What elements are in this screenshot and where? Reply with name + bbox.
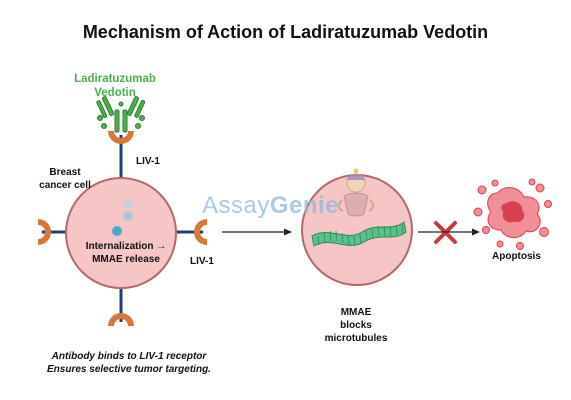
apoptosis-label: Apoptosis (492, 251, 541, 262)
process-arrow (222, 228, 292, 236)
mmae-line: MMAE (340, 307, 372, 318)
internalization-label: Internalization → MMAE release (66, 240, 186, 266)
drug-name-line: Vedotin (94, 87, 136, 99)
cell-label-line: Breast (49, 167, 81, 178)
mmae-line: blocks (340, 320, 372, 331)
internalization-line: Internalization → (85, 241, 167, 252)
liv1-receptor-left (38, 219, 51, 245)
liv1-receptor-right (194, 219, 207, 245)
cell-label: Breast cancer cell (30, 166, 100, 192)
microtubule-icon (311, 221, 407, 247)
internalization-line: MMAE release (92, 254, 160, 265)
assaygenie-watermark: AssayGenie (202, 192, 339, 220)
internalized-vesicle (123, 199, 133, 209)
receptor-label-right: LIV-1 (190, 256, 214, 267)
liv1-receptor-top (108, 131, 134, 144)
internalized-vesicle (123, 211, 133, 221)
caption-line: Ensures selective tumor targeting. (47, 364, 211, 375)
receptor-label-top: LIV-1 (136, 156, 160, 167)
caption: Antibody binds to LIV-1 receptor Ensures… (24, 350, 234, 376)
mmae-label: MMAE blocks microtubules (316, 306, 396, 345)
watermark-part1: Assay (202, 192, 270, 219)
diagram-title: Mechanism of Action of Ladiratuzumab Ved… (82, 22, 489, 42)
genie-mascot-icon (337, 168, 375, 217)
drug-name-line: Ladiratuzumab (74, 73, 156, 85)
liv1-receptor-bottom (108, 313, 134, 326)
cell-label-line: cancer cell (39, 180, 91, 191)
liv1-receptors (38, 131, 207, 326)
antibody-drug-conjugate-icon (96, 96, 146, 133)
apoptosis-icon (473, 178, 552, 250)
caption-line: Antibody binds to LIV-1 receptor (51, 351, 207, 362)
drug-name-label: Ladiratuzumab Vedotin (60, 72, 170, 100)
internalized-vesicle (112, 226, 122, 236)
watermark-part2: Genie (269, 192, 340, 219)
mmae-line: microtubules (324, 333, 388, 344)
block-arrow (418, 228, 480, 236)
